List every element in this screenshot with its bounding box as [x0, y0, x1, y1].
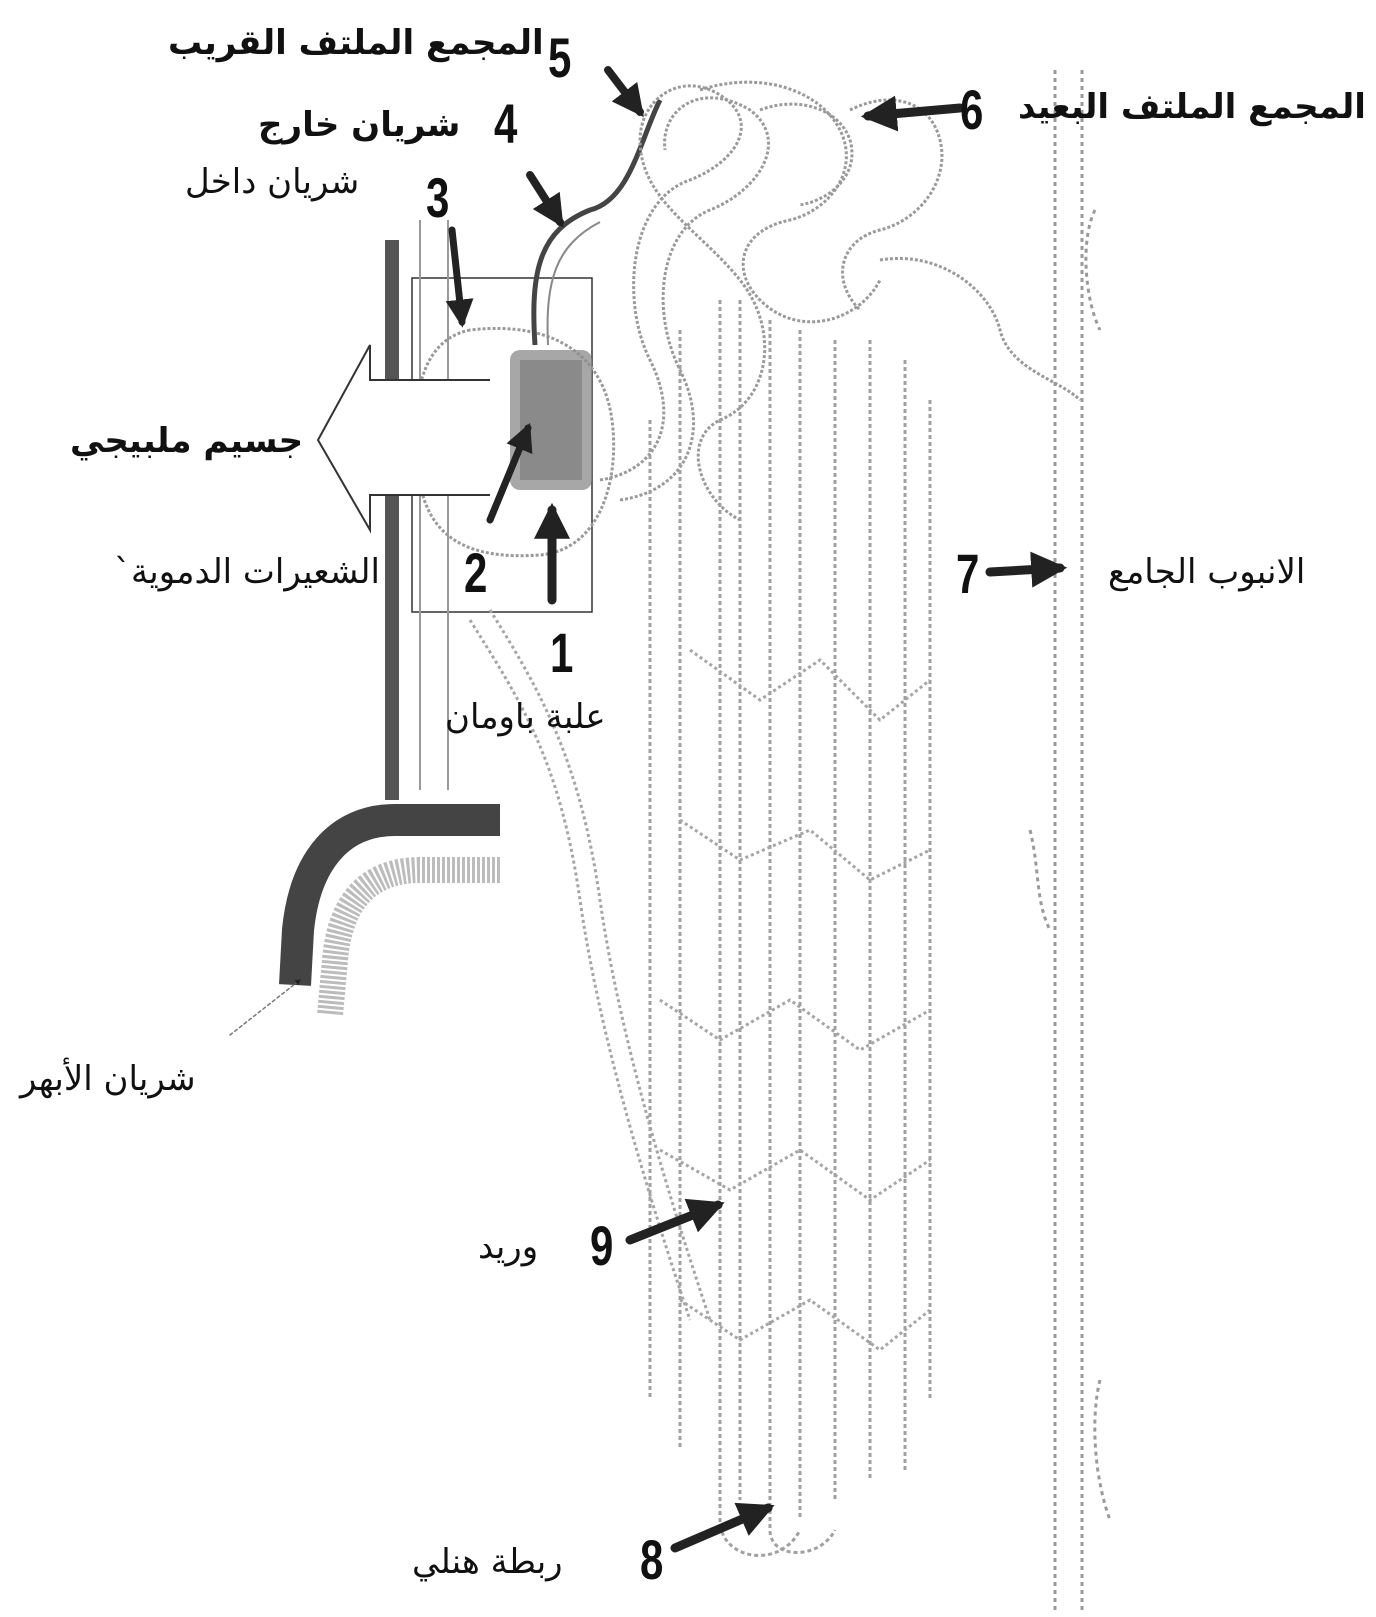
- arrow-4: [530, 175, 560, 222]
- label-proximal-tubule: المجمع الملتف القريب: [168, 26, 544, 60]
- malpighian-body-arrow: [318, 345, 490, 530]
- efferent-artery-shape: [534, 100, 660, 345]
- pointer-arrows: [230, 70, 1060, 1548]
- arrow-6: [868, 108, 960, 116]
- arrow-renal: [230, 980, 300, 1035]
- label-distal-tubule: المجمع الملتف البعيد: [1018, 90, 1366, 124]
- arrow-5: [608, 70, 640, 112]
- number-7: 7: [956, 546, 979, 602]
- label-malpighian-body: جسيم ملبيجي: [70, 424, 303, 458]
- renal-artery-shape: [295, 820, 500, 985]
- label-vein: وريد: [478, 1230, 538, 1264]
- label-capillaries: الشعيرات الدموية`: [114, 555, 380, 589]
- number-3: 3: [426, 170, 449, 226]
- arrow-7: [990, 568, 1060, 572]
- proximal-tubule-shape: [600, 82, 1080, 520]
- loop-tubules-shape: [650, 300, 930, 1555]
- interlobular-artery-shape: [385, 240, 399, 800]
- number-8: 8: [640, 1532, 663, 1588]
- number-2: 2: [464, 545, 487, 601]
- number-1: 1: [550, 625, 573, 681]
- arrow-3: [452, 230, 462, 322]
- collecting-duct-shape: [1030, 70, 1110, 1610]
- label-afferent-artery: شريان داخل: [185, 165, 359, 199]
- number-5: 5: [548, 30, 571, 86]
- label-collecting-duct: الانبوب الجامع: [1108, 555, 1305, 589]
- number-6: 6: [960, 82, 983, 138]
- label-efferent-artery: شريان خارج: [258, 108, 460, 142]
- number-4: 4: [494, 96, 517, 152]
- label-loop-of-henle: ربطة هنلي: [412, 1545, 563, 1579]
- label-bowman-capsule: علبة باومان: [445, 700, 606, 734]
- label-renal-artery: شريان الأبهر: [20, 1062, 196, 1096]
- number-9: 9: [590, 1218, 613, 1274]
